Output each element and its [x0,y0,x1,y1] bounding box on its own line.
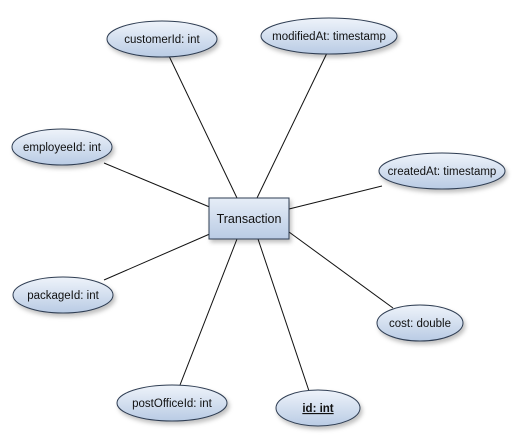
primary-key-label: id: int [302,403,333,415]
connector-customerId [168,55,238,199]
entity-label: Transaction [217,212,282,226]
connector-id [257,238,310,392]
attribute-ellipse [275,389,361,427]
attribute-label: postOfficeId: int [132,398,212,410]
attribute-ellipse [106,20,218,58]
attribute-postOfficeId[interactable]: postOfficeId: int [116,384,228,422]
attribute-label: cost: double [389,318,451,330]
attribute-id-primary-key[interactable]: id: int [275,389,361,427]
attribute-ellipse [376,304,464,342]
attribute-modifiedAt[interactable]: modifiedAt: timestamp [260,17,398,55]
connector-packageId [103,232,213,281]
attribute-ellipse [116,384,228,422]
attribute-ellipse [378,152,506,190]
attribute-label: packageId: int [27,290,99,302]
attribute-label: customerId: int [124,34,200,46]
attribute-label: employeeId: int [23,142,102,154]
attribute-createdAt[interactable]: createdAt: timestamp [378,152,506,190]
attribute-employeeId[interactable]: employeeId: int [11,128,113,166]
attribute-label: modifiedAt: timestamp [272,31,386,43]
attribute-cost[interactable]: cost: double [376,304,464,342]
connector-modifiedAt [256,52,328,199]
attribute-label: createdAt: timestamp [388,166,497,178]
connector-createdAt [288,185,383,210]
attribute-customerId[interactable]: customerId: int [106,20,218,58]
connectors [103,52,394,392]
connector-employeeId [103,162,213,209]
attribute-packageId[interactable]: packageId: int [12,276,114,314]
entity-box [208,197,290,240]
attribute-ellipse [11,128,113,166]
connector-cost [288,231,394,309]
attribute-ellipse [260,17,398,55]
entity-transaction[interactable]: Transaction [208,197,290,240]
attribute-ellipse [12,276,114,314]
connector-postOfficeId [179,238,238,386]
